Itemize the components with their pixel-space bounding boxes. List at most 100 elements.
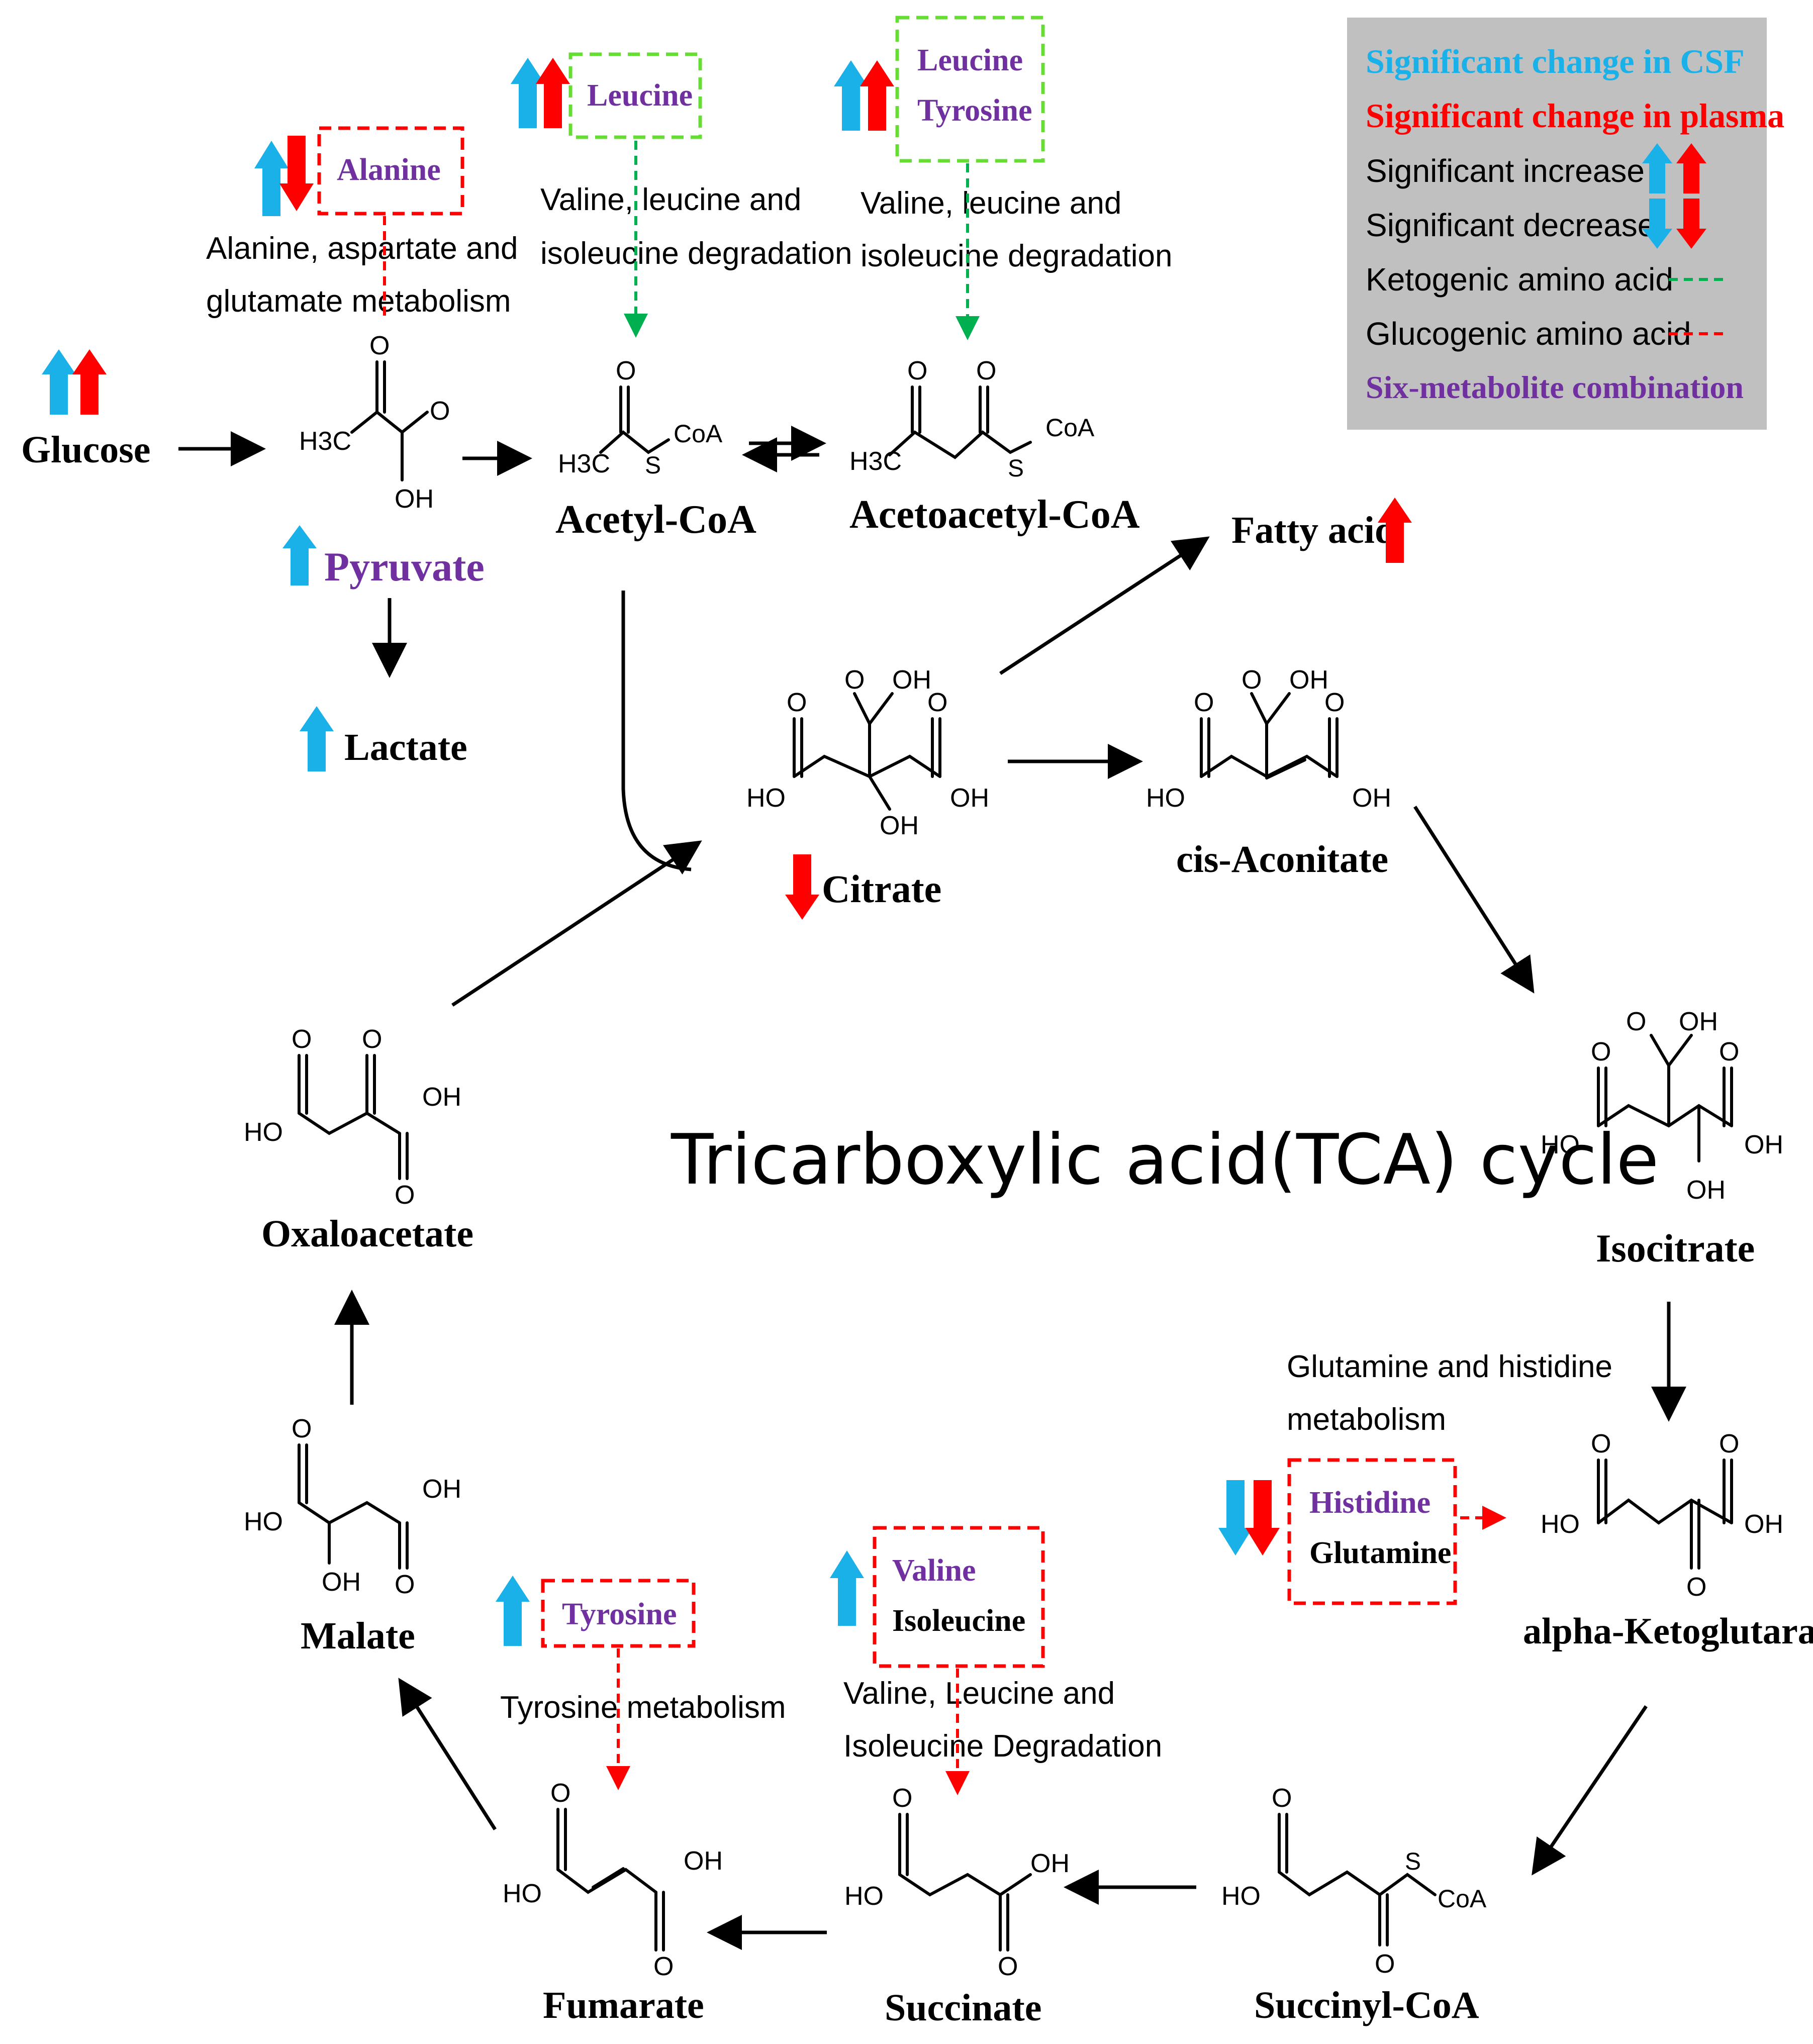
leucine-tyrosine-group: Leucine Tyrosine Valine, leucine and iso… [834, 16, 1172, 340]
svg-text:S: S [1008, 455, 1024, 482]
his-gln-box [1287, 1458, 1457, 1605]
arrow-citrate-fatty-acid [999, 536, 1210, 675]
svg-text:HO: HO [1146, 784, 1185, 813]
svg-text:OH: OH [880, 811, 919, 840]
fatty-acid-plasma-up-arrow-icon [1378, 498, 1412, 563]
legend-six: Six-metabolite combination [1366, 369, 1744, 405]
legend-plasma: Significant change in plasma [1366, 96, 1784, 135]
pyruvate-label: Pyruvate [324, 544, 485, 590]
svg-text:O: O [1686, 1573, 1706, 1602]
citrate-plasma-down-arrow-icon [785, 854, 819, 920]
svg-text:OH: OH [1030, 1849, 1070, 1878]
malate-structure: O O HO OH OH [244, 1414, 461, 1599]
svg-text:O: O [1324, 688, 1345, 717]
svg-text:O: O [1591, 1037, 1611, 1066]
leucine1-label: Leucine [587, 78, 693, 113]
svg-text:O: O [550, 1779, 570, 1808]
val-ile-pathway-line2: Isoleucine Degradation [843, 1729, 1162, 1764]
svg-text:O: O [616, 356, 636, 385]
isocitrate-label: Isocitrate [1596, 1226, 1755, 1270]
his-gln-plasma-down-arrow-icon [1246, 1480, 1280, 1555]
fumarate-label: Fumarate [543, 1984, 704, 2026]
valine-isoleucine-group: Valine Isoleucine Valine, Leucine and Is… [830, 1526, 1162, 1795]
svg-text:O: O [907, 356, 927, 385]
svg-text:S: S [645, 452, 661, 479]
arrow-cis-aconitate-isocitrate [1413, 806, 1535, 994]
isocitrate-structure: O O O OH HO OH OH [1541, 1007, 1783, 1205]
svg-text:OH: OH [422, 1083, 461, 1112]
tyrosine-box [541, 1579, 696, 1648]
tyrosine-group: Tyrosine Tyrosine metabolism [496, 1576, 786, 1790]
legend-decrease-plasma-arrow-icon [1676, 199, 1706, 249]
svg-text:O: O [1719, 1429, 1739, 1458]
akg-label: alpha-Ketoglutarate [1523, 1611, 1813, 1652]
svg-text:O: O [998, 1952, 1018, 1981]
his-gln-csf-down-arrow-icon [1218, 1480, 1253, 1555]
gh-pathway-line2: metabolism [1287, 1402, 1446, 1437]
svg-text:O: O [892, 1784, 912, 1813]
acetyl-coa-label: Acetyl-CoA [555, 498, 756, 542]
svg-text:O: O [1719, 1037, 1739, 1066]
svg-text:OH: OH [422, 1475, 461, 1504]
histidine-glutamine-group: Glutamine and histidine metabolism Histi… [1218, 1349, 1612, 1605]
legend-increase-plasma-arrow-icon [1676, 143, 1706, 193]
acetyl-coa-structure: O H3C S CoA [558, 356, 723, 479]
svg-text:O: O [395, 1570, 415, 1599]
svg-text:CoA: CoA [1438, 1885, 1487, 1913]
svg-text:OH: OH [684, 1846, 723, 1876]
leu-tyr-box [895, 16, 1045, 163]
svg-text:CoA: CoA [674, 420, 723, 448]
alanine-pathway-line2: glutamate metabolism [206, 284, 511, 319]
leucine1-plasma-up-arrow-icon [536, 58, 570, 128]
legend: Significant change in CSF Significant ch… [1347, 18, 1784, 430]
val-ile-pathway-line1: Valine, Leucine and [843, 1676, 1115, 1711]
cis-aconitate-structure: O O O OH HO OH [1146, 665, 1391, 813]
malate-label: Malate [301, 1615, 415, 1657]
cis-aconitate-label: cis-Aconitate [1176, 838, 1388, 881]
svg-text:H3C: H3C [558, 449, 610, 478]
svg-text:OH: OH [1352, 784, 1391, 813]
svg-text:OH: OH [1744, 1510, 1783, 1539]
legend-decrease: Significant decrease [1366, 207, 1655, 243]
pyruvate-structure: O O OH H3C [299, 331, 450, 514]
svg-text:O: O [292, 1414, 312, 1443]
histidine-label: Histidine [1309, 1486, 1430, 1520]
succinate-structure: O O HO OH [844, 1784, 1070, 1981]
acetoacetyl-coa-structure: O O H3C S CoA [849, 356, 1095, 482]
leucine1-box [568, 52, 702, 139]
svg-text:O: O [1194, 688, 1214, 717]
svg-text:O: O [787, 688, 807, 717]
succinyl-coa-structure: O O HO S CoA [1221, 1784, 1487, 1979]
alanine-pathway-line1: Alanine, aspartate and [206, 231, 518, 266]
svg-text:O: O [1242, 665, 1262, 695]
svg-text:OH: OH [1686, 1176, 1726, 1205]
pyruvate-csf-up-arrow-icon [282, 525, 317, 586]
akg-structure: O O O HO OH [1541, 1429, 1783, 1602]
svg-text:OH: OH [1289, 665, 1328, 695]
valine-label: Valine [892, 1553, 976, 1588]
arrow-akg-succinyl-coa [1532, 1705, 1648, 1876]
leucine1-pathway-line1: Valine, leucine and [540, 182, 801, 217]
svg-text:O: O [844, 665, 865, 695]
arrow-oxaloacetate-citrate [451, 840, 702, 1007]
svg-text:HO: HO [1221, 1882, 1261, 1911]
citrate-label: Citrate [822, 867, 941, 911]
svg-text:O: O [976, 356, 996, 385]
svg-text:HO: HO [844, 1882, 884, 1911]
glucose-node: Glucose [21, 349, 151, 471]
oxaloacetate-structure: O O O HO OH [244, 1025, 461, 1210]
glutamine-label: Glutamine [1309, 1536, 1451, 1570]
svg-text:HO: HO [746, 784, 786, 813]
succinate-label: Succinate [885, 1987, 1041, 2029]
tyrosine-pathway-line1: Tyrosine metabolism [500, 1690, 786, 1725]
legend-ketogenic: Ketogenic amino acid [1366, 261, 1673, 298]
glucose-csf-up-arrow-icon [42, 349, 76, 415]
svg-text:HO: HO [244, 1118, 283, 1147]
gh-pathway-line1: Glutamine and histidine [1287, 1349, 1612, 1384]
alanine-group: Alanine Alanine, aspartate and glutamate… [206, 126, 518, 322]
succinyl-coa-label: Succinyl-CoA [1254, 1984, 1479, 2026]
svg-text:HO: HO [1541, 1130, 1580, 1159]
glucose-label: Glucose [21, 429, 151, 471]
svg-text:O: O [369, 331, 390, 360]
